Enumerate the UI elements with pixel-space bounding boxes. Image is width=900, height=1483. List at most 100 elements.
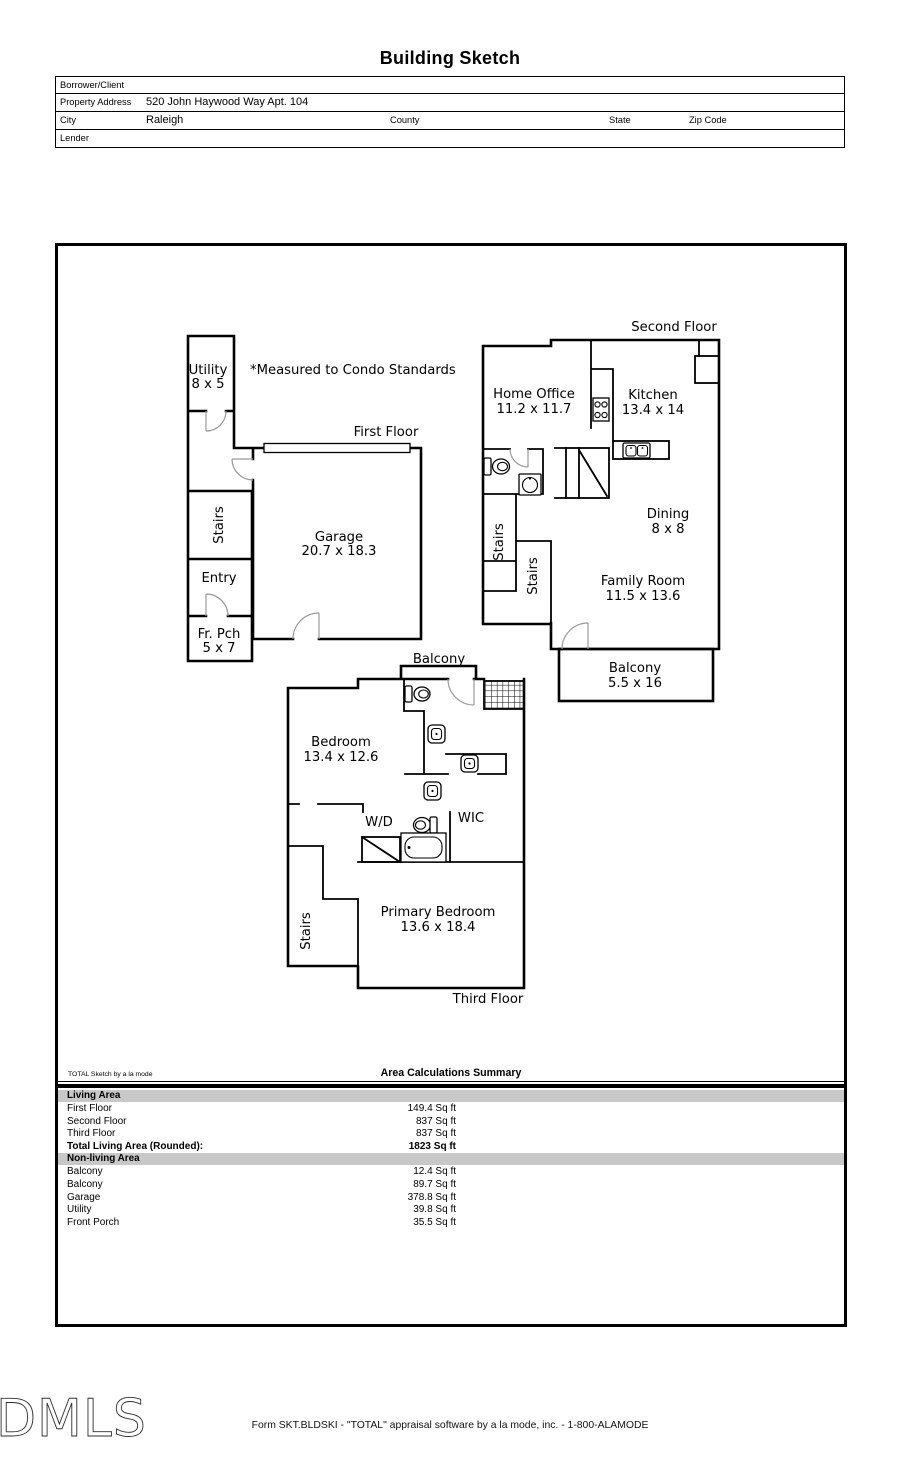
kitchen-sink-icon [622, 442, 651, 459]
summary-row: Second Floor 837 Sq ft [58, 1116, 844, 1129]
door-arc [447, 678, 475, 706]
form-row-property: Property Address 520 John Haywood Way Ap… [56, 94, 844, 112]
third-floor-walls [286, 664, 526, 990]
stairs-diagonal [554, 447, 609, 499]
row-value: 1823 Sq ft [408, 1140, 456, 1152]
summary-row: Balcony 89.7 Sq ft [58, 1179, 844, 1192]
summary-row: First Floor 149.4 Sq ft [58, 1103, 844, 1116]
vanity-sink-icon [460, 754, 479, 773]
dmls-logo-text: DMLS [0, 1389, 147, 1449]
room-label-stairs-f2a: Stairs [492, 523, 507, 561]
room-dims-utility: 8 x 5 [192, 377, 225, 392]
room-dims-balcony-f2: 5.5 x 16 [608, 676, 662, 691]
borrower-label: Borrower/Client [60, 80, 125, 90]
row-label: First Floor [67, 1103, 112, 1114]
room-dims-family-room: 11.5 x 13.6 [606, 589, 681, 604]
room-label-stairs-f1: Stairs [212, 506, 227, 544]
third-floor-plan: Balcony Bedroom 13.4 x 12.6 W/D WIC Prim… [286, 652, 526, 1007]
summary-row: Front Porch 35.5 Sq ft [58, 1217, 844, 1230]
property-address-value: 520 John Haywood Way Apt. 104 [146, 96, 309, 108]
room-label-family-room: Family Room [601, 574, 685, 589]
room-label-kitchen: Kitchen [628, 388, 678, 403]
row-value: 837 Sq ft [415, 1128, 456, 1140]
row-label: Garage [67, 1191, 101, 1203]
washer-dryer-closet [360, 835, 402, 864]
summary-divider-thin [58, 1081, 844, 1084]
room-label-bedroom: Bedroom [311, 735, 371, 750]
page-title: Building Sketch [379, 48, 521, 68]
state-label: State [609, 115, 631, 125]
hatch-grid [483, 680, 525, 710]
summary-row: Garage 378.8 Sq ft [58, 1192, 844, 1205]
garage-door [263, 442, 411, 454]
row-value: 149.4 Sq ft [407, 1103, 456, 1114]
room-label-front-porch: Fr. Pch [198, 627, 241, 642]
total-living-area-row: Total Living Area (Rounded): 1823 Sq ft [58, 1141, 844, 1154]
toilet-icon [412, 816, 438, 834]
first-floor-walls [186, 334, 423, 663]
summary-divider-thick [58, 1084, 844, 1088]
room-label-wd: W/D [365, 815, 393, 830]
county-label: County [390, 115, 420, 125]
vanity-sink-icon [427, 724, 446, 744]
living-area-header: Living Area [58, 1090, 844, 1102]
second-floor-plan: Second Floor Home Office 11.2 x 11.7 Kit… [481, 320, 721, 703]
room-label-entry: Entry [201, 571, 236, 586]
room-dims-garage: 20.7 x 18.3 [302, 544, 377, 559]
room-label-stairs-f3: Stairs [299, 912, 314, 950]
row-value: 89.7 Sq ft [413, 1178, 456, 1190]
room-dims-bedroom: 13.4 x 12.6 [304, 750, 379, 765]
row-value: 837 Sq ft [415, 1115, 456, 1127]
nonliving-area-header: Non-living Area [58, 1153, 844, 1166]
room-label-utility: Utility [189, 363, 228, 378]
pantry-closet [694, 355, 720, 384]
form-row-city: City Raleigh County State Zip Code [56, 112, 844, 130]
form-row-borrower: Borrower/Client [56, 77, 844, 94]
room-label-balcony-f2: Balcony [609, 661, 661, 676]
room-label-wic: WIC [458, 811, 484, 826]
row-value: 378.8 Sq ft [407, 1191, 456, 1203]
city-value: Raleigh [146, 114, 184, 126]
room-label-stairs-f2b: Stairs [526, 557, 541, 595]
room-label-garage: Garage [315, 530, 363, 545]
room-label-primary-bedroom: Primary Bedroom [381, 905, 496, 920]
vanity-sink-icon [423, 781, 442, 801]
row-label: Utility [67, 1204, 92, 1216]
summary-row: Balcony 12.4 Sq ft [58, 1166, 844, 1179]
kitchen-counter [612, 440, 670, 460]
room-dims-home-office: 11.2 x 11.7 [497, 402, 572, 417]
second-floor-walls [481, 338, 721, 703]
zip-code-label: Zip Code [689, 115, 727, 125]
row-value: 39.8 Sq ft [413, 1204, 456, 1216]
row-value: 35.5 Sq ft [413, 1216, 456, 1228]
room-label-dining: Dining [647, 507, 690, 522]
row-label: Front Porch [67, 1216, 120, 1228]
room-dims-front-porch: 5 x 7 [203, 641, 236, 656]
first-floor-title: First Floor [354, 425, 419, 440]
stairs-run-box [565, 447, 610, 499]
room-dims-primary-bedroom: 13.6 x 18.4 [401, 920, 476, 935]
row-label: Total Living Area (Rounded): [67, 1140, 204, 1152]
row-label: Balcony [67, 1166, 103, 1178]
summary-row: Utility 39.8 Sq ft [58, 1204, 844, 1217]
door-arc [205, 410, 320, 640]
summary-header: TOTAL Sketch by a la mode Area Calculati… [58, 1061, 844, 1081]
third-floor-title: Third Floor [452, 992, 524, 1007]
form-row-lender: Lender [56, 130, 844, 147]
form-attribution-line: Form SKT.BLDSKI - "TOTAL" appraisal soft… [251, 1420, 649, 1431]
row-label: Second Floor [67, 1115, 127, 1127]
toilet-icon [404, 685, 431, 703]
row-label: Third Floor [67, 1128, 116, 1140]
row-label: Balcony [67, 1178, 103, 1190]
lender-label: Lender [60, 133, 89, 143]
row-value: 12.4 Sq ft [413, 1166, 456, 1178]
second-floor-title: Second Floor [631, 320, 717, 335]
room-dims-kitchen: 13.4 x 14 [622, 403, 684, 418]
bathroom-sink-icon [518, 473, 542, 496]
second-floor-balcony-outline [557, 647, 715, 703]
bathtub-icon [400, 832, 447, 863]
form-header-table: Borrower/Client Property Address 520 Joh… [55, 76, 845, 148]
sketch-area: Utility 8 x 5 *Measured to Condo Standar… [55, 243, 847, 1327]
stove-icon [592, 397, 610, 422]
